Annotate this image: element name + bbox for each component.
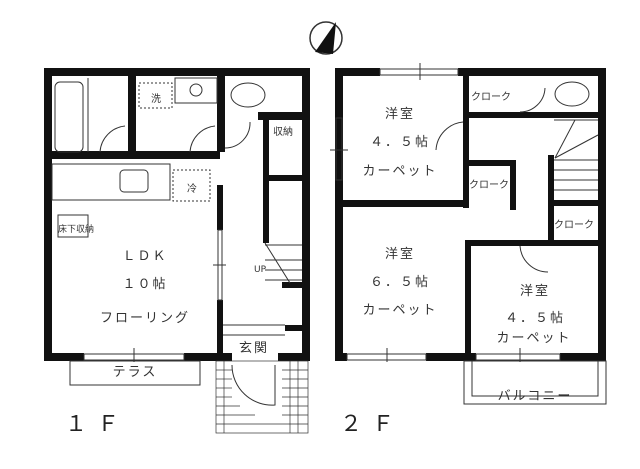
room-c-size: ４．５帖 bbox=[504, 311, 565, 326]
room-b-flooring: カーペット bbox=[362, 303, 438, 318]
entrance-tiles bbox=[215, 360, 309, 434]
floor1-fixtures bbox=[51, 77, 302, 406]
balcony-label: バルコニー bbox=[497, 389, 573, 404]
room-c-flooring: カーペット bbox=[496, 331, 572, 346]
floor2-fixtures bbox=[330, 63, 607, 405]
terrace-label: テラス bbox=[112, 365, 158, 380]
room-c-name: 洋室 bbox=[519, 284, 550, 299]
room-a-flooring: カーペット bbox=[362, 164, 438, 179]
floor1-label: １Ｆ bbox=[65, 412, 130, 437]
room-b-name: 洋室 bbox=[384, 247, 415, 262]
fridge-label: 冷 bbox=[187, 184, 197, 195]
closet-3-label: クローク bbox=[554, 220, 594, 231]
floor2-walls bbox=[335, 68, 606, 361]
ldk-flooring: フローリング bbox=[99, 311, 190, 326]
washer-label: 洗 bbox=[151, 94, 161, 105]
floor1-walls bbox=[44, 68, 310, 361]
underfloor-storage-label: 床下収納 bbox=[57, 225, 94, 235]
floor2-label: ２Ｆ bbox=[340, 412, 405, 437]
ldk-name: ＬＤＫ bbox=[122, 249, 168, 264]
room-a-name: 洋室 bbox=[384, 107, 415, 122]
storage-label: 収納 bbox=[273, 127, 293, 138]
room-b-size: ６．５帖 bbox=[369, 275, 430, 290]
entrance-label: 玄関 bbox=[238, 341, 269, 356]
closet-1-label: クローク bbox=[471, 92, 511, 103]
room-a-size: ４．５帖 bbox=[369, 135, 430, 150]
stairs-up-label: UP bbox=[253, 265, 266, 275]
north-arrow-icon bbox=[309, 21, 343, 55]
closet-2-label: クローク bbox=[469, 180, 509, 191]
ldk-size: １０帖 bbox=[122, 277, 168, 292]
